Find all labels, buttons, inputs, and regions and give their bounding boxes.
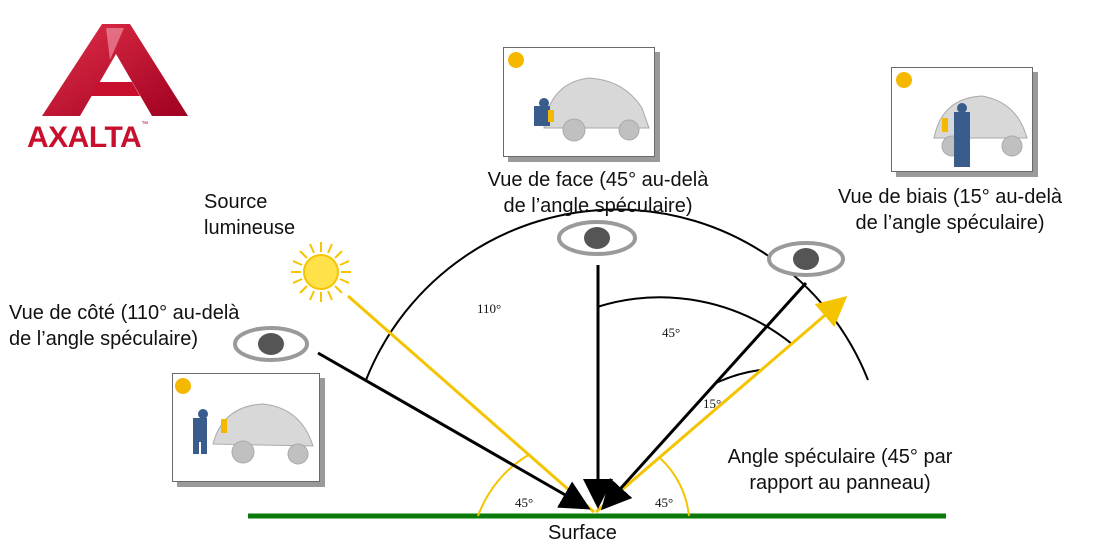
- incident-light-ray: [347, 294, 595, 514]
- face-view-label: Vue de face (45° au-delà de l’angle spéc…: [487, 169, 709, 217]
- sun-icon: [291, 242, 351, 302]
- surface-label: Surface: [548, 522, 617, 544]
- eye-icon-side: [233, 326, 309, 362]
- angle-45-top-label: 45°: [662, 325, 681, 340]
- angle-45-right-label: 45°: [655, 495, 674, 510]
- biais-view-label: Vue de biais (15° au-delà de l’angle spé…: [837, 186, 1063, 234]
- car-photo-side: [172, 373, 320, 482]
- angle-15-label: 15°: [703, 396, 722, 411]
- side-view-label: Vue de côté (110° au-delà de l’angle spé…: [9, 302, 240, 350]
- angle-110-label: 110°: [477, 301, 502, 316]
- specular-ray: [595, 296, 848, 514]
- axalta-logo-mark: [42, 24, 188, 116]
- source-label: Source lumineuse: [204, 191, 296, 239]
- view-line-side: [317, 351, 591, 510]
- angle-45-left-label: 45°: [515, 495, 534, 510]
- arc-45-left: [477, 453, 531, 517]
- view-line-biais: [600, 281, 808, 511]
- arc-45-top: [596, 296, 793, 345]
- brand-wordmark: AXALTA™: [27, 121, 148, 154]
- arc-45-right: [659, 457, 690, 517]
- eye-icon-biais: [767, 241, 845, 277]
- car-photo-biais: [891, 67, 1033, 172]
- specular-angle-label: Angle spéculaire (45° par rapport au pan…: [727, 446, 953, 494]
- car-photo-face: [503, 47, 655, 157]
- eye-icon-face: [557, 220, 637, 256]
